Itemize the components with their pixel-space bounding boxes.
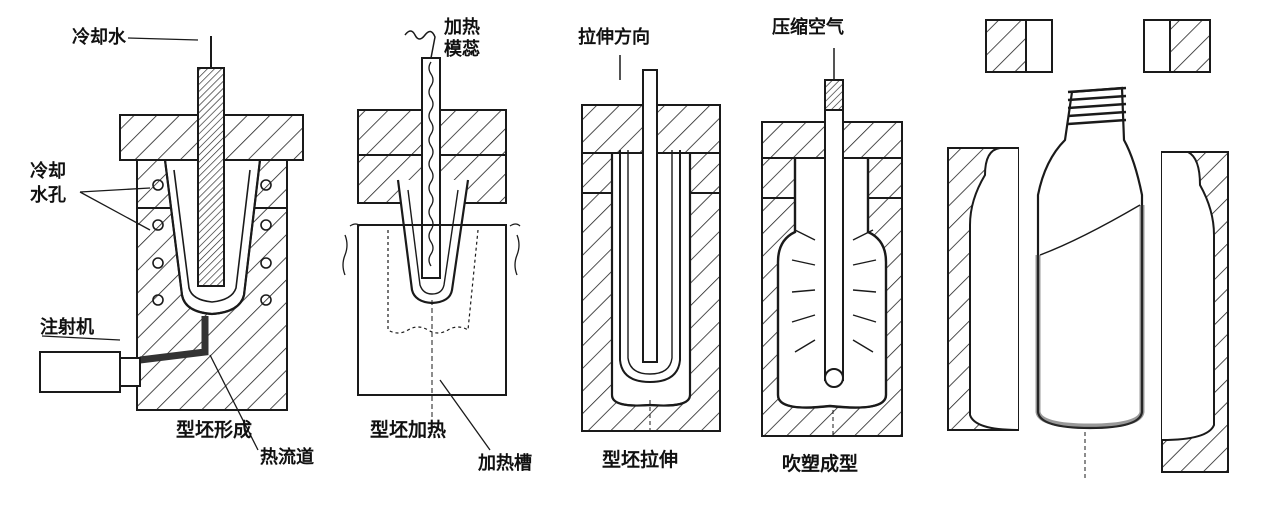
heater-core-label-line1: 加热 [444,17,480,38]
stage2-heating [342,30,521,451]
stage1-caption: 型坯形成 [176,419,253,441]
cooling-hole-label-line2: 水孔 [30,185,66,206]
hot-runner-label: 热流道 [260,447,314,468]
compressed-air-label: 压缩空气 [772,17,844,38]
stage3-stretching [581,55,721,432]
stage4-blowing [761,48,903,437]
stage3-caption: 型坯拉伸 [602,449,679,471]
stage1-injection-mold [39,36,304,451]
cooling-holes [152,179,272,306]
stage4-caption: 吹塑成型 [782,453,859,475]
injector-label: 注射机 [40,317,94,338]
heating-tank-label: 加热槽 [478,453,532,474]
cooling-hole-label-line1: 冷却 [30,161,66,182]
stretch-direction-label: 拉伸方向 [578,27,650,48]
heater-core-label-line2: 模蕊 [444,39,480,60]
stage2-caption: 型坯加热 [370,419,447,441]
stage5-release [947,19,1229,480]
cooling-water-label: 冷却水 [72,27,126,48]
